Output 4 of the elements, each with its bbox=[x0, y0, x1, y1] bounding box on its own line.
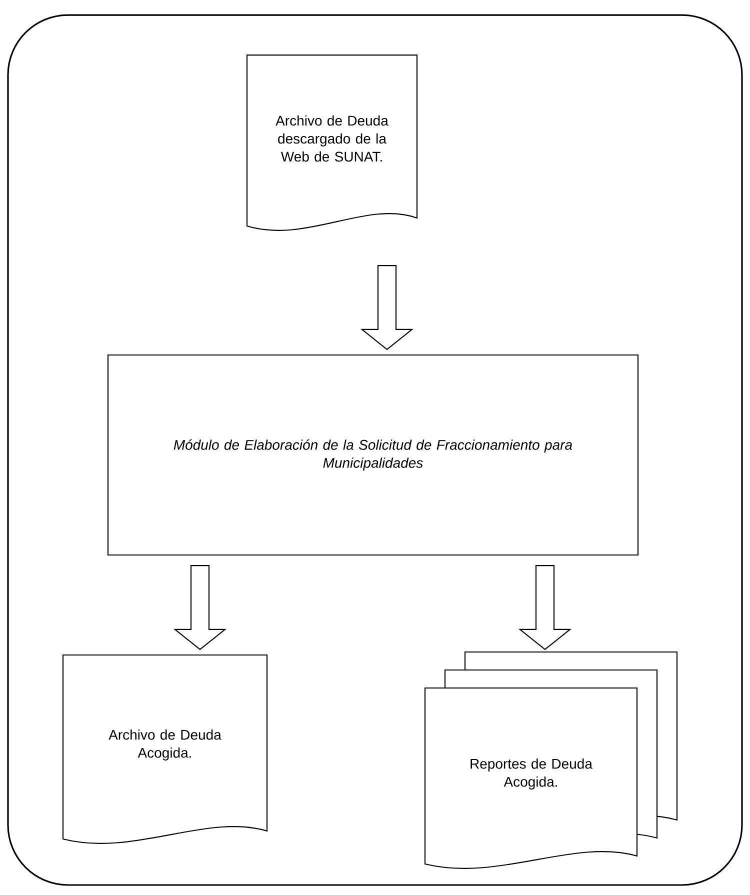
block-arrow bbox=[518, 565, 572, 650]
block-arrow bbox=[173, 565, 227, 650]
block-arrow bbox=[360, 265, 414, 350]
process-box: Módulo de Elaboración de la Solicitud de Fraccionamiento para Municipalidades bbox=[107, 354, 639, 556]
